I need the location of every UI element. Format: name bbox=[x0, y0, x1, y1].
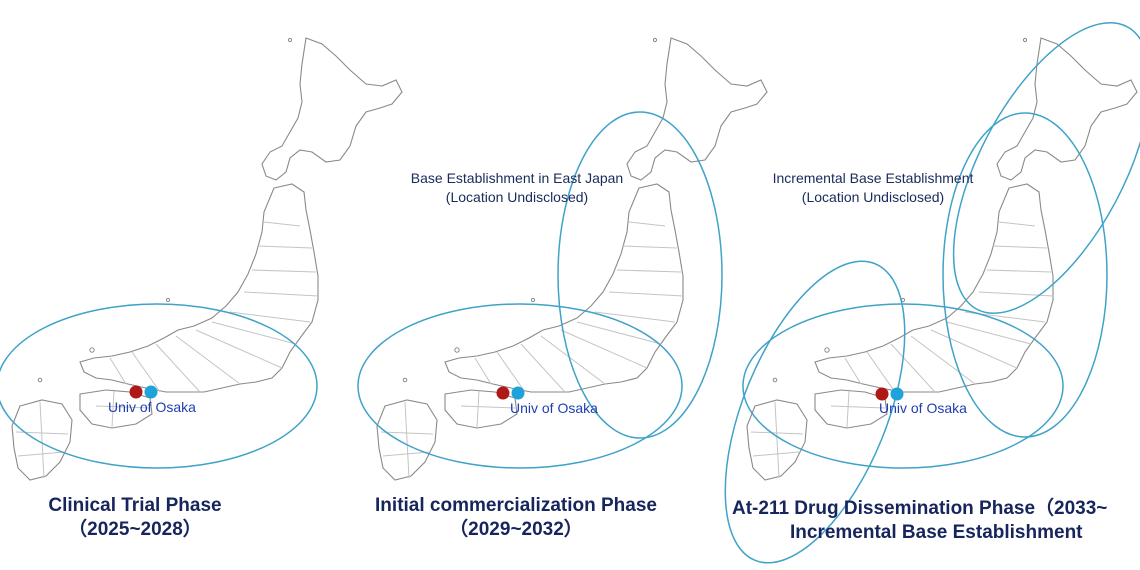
red-location-dot-3 bbox=[875, 387, 889, 401]
city-label-osaka-3: Univ of Osaka bbox=[879, 400, 967, 416]
blue-location-dot-3 bbox=[890, 387, 904, 401]
title-drug-dissemination-line1: At-211 Drug Dissemination Phase（2033~ bbox=[732, 498, 1108, 519]
region-ellipse-kyushu-3 bbox=[724, 260, 906, 564]
title-initial-commercialization: Initial commercialization Phase （2029~20… bbox=[355, 494, 677, 542]
region-ellipse-west-1 bbox=[0, 303, 318, 469]
blue-location-dot-1 bbox=[144, 385, 158, 399]
title-initial-commercialization-line2: （2029~2032） bbox=[449, 519, 583, 540]
red-location-dot-2 bbox=[496, 386, 510, 400]
panel-drug-dissemination bbox=[724, 21, 1140, 564]
annotation-incremental-base-line1: Incremental Base Establishment bbox=[772, 170, 974, 186]
annotation-incremental-base: Incremental Base Establishment (Location… bbox=[738, 169, 1008, 207]
region-ellipse-east-3 bbox=[942, 112, 1108, 438]
city-label-osaka-1: Univ of Osaka bbox=[108, 399, 196, 415]
title-clinical-trial-line2: （2025~2028） bbox=[68, 519, 202, 540]
region-ellipse-hokkaido-3 bbox=[952, 21, 1140, 315]
annotation-east-japan-line2: (Location Undisclosed) bbox=[445, 189, 589, 205]
title-drug-dissemination: At-211 Drug Dissemination Phase（2033~ In… bbox=[718, 497, 1140, 545]
title-drug-dissemination-line2: Incremental Base Establishment bbox=[790, 522, 1083, 543]
city-label-osaka-2: Univ of Osaka bbox=[510, 400, 598, 416]
region-ellipse-west-2 bbox=[357, 303, 683, 469]
annotation-incremental-base-line2: (Location Undisclosed) bbox=[801, 189, 945, 205]
annotation-east-japan: Base Establishment in East Japan (Locati… bbox=[382, 169, 652, 207]
title-clinical-trial-line1: Clinical Trial Phase bbox=[48, 495, 222, 516]
japan-map-1 bbox=[11, 37, 403, 481]
title-clinical-trial: Clinical Trial Phase （2025~2028） bbox=[20, 494, 250, 542]
title-initial-commercialization-line1: Initial commercialization Phase bbox=[375, 495, 657, 516]
annotation-east-japan-line1: Base Establishment in East Japan bbox=[410, 170, 624, 186]
blue-location-dot-2 bbox=[511, 386, 525, 400]
red-location-dot-1 bbox=[129, 385, 143, 399]
region-ellipse-east-2 bbox=[557, 111, 723, 439]
panel-initial-commercialization bbox=[357, 37, 768, 481]
panel-clinical-trial bbox=[0, 37, 403, 481]
region-ellipse-west-3 bbox=[742, 303, 1064, 469]
